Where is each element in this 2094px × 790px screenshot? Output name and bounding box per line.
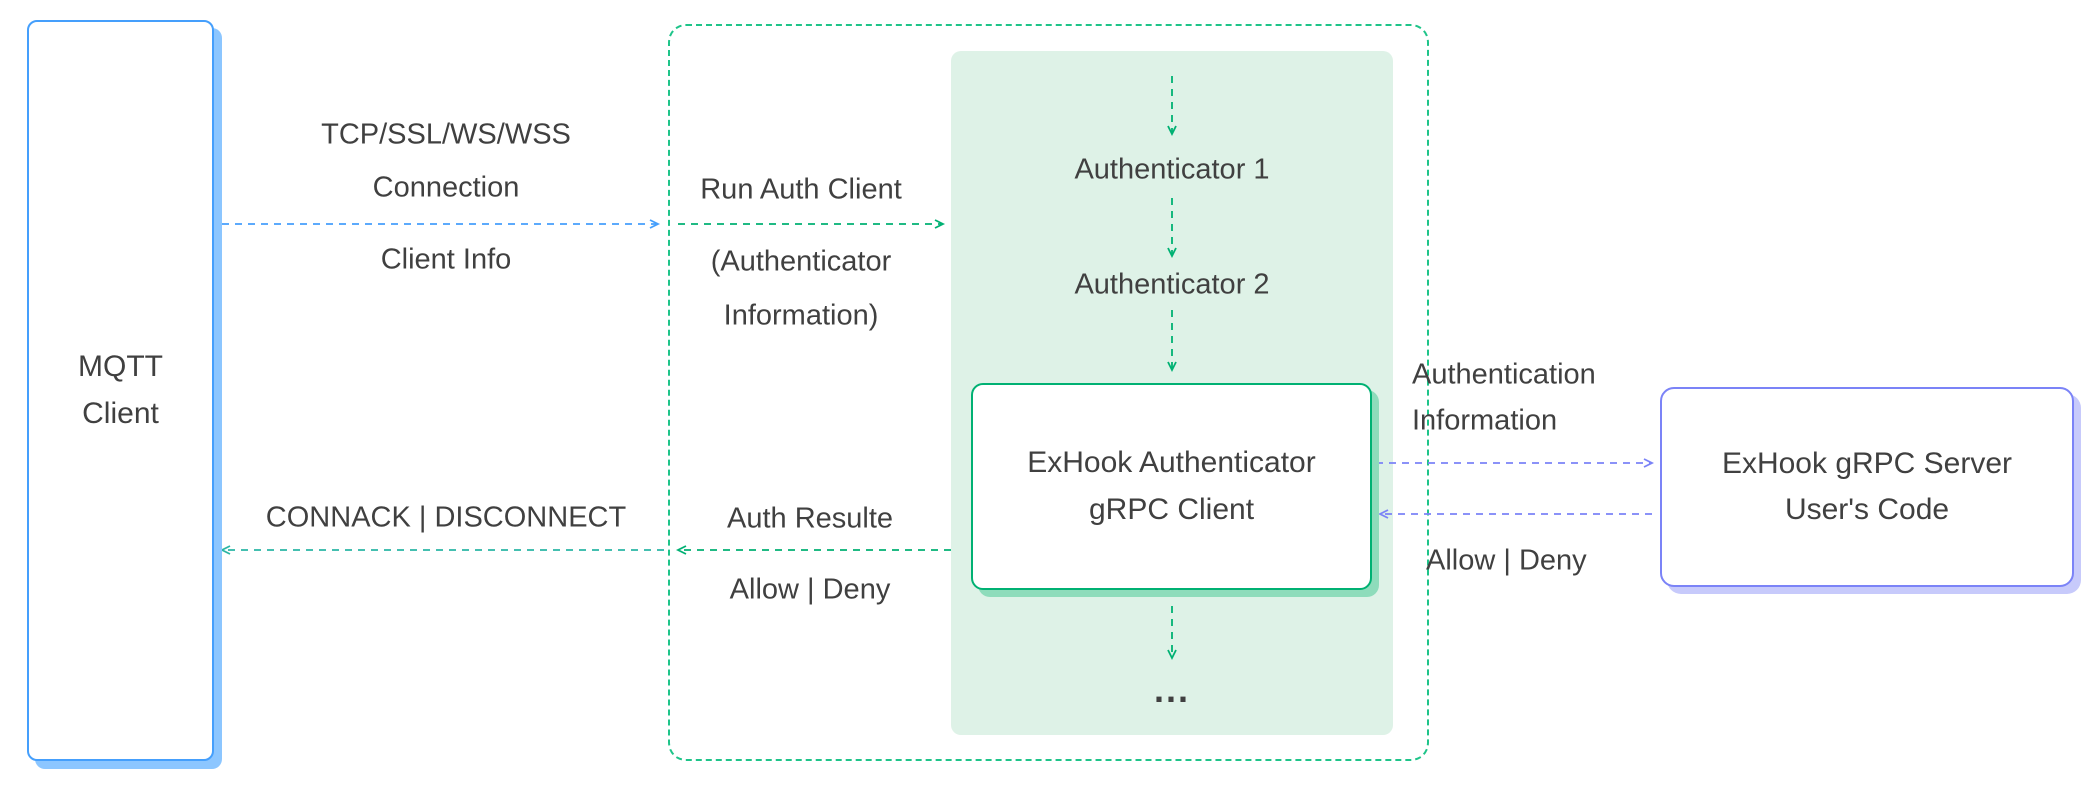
exhook-grpc-server-label-line2: User's Code <box>1784 493 1950 526</box>
information-paren-label: Information) <box>723 299 879 332</box>
exhook-authenticator-box: ExHook Authenticator gRPC Client <box>971 383 1372 590</box>
authenticator-paren-label: (Authenticator <box>710 245 892 278</box>
mqtt-client-box: MQTT Client <box>27 20 214 761</box>
connection-label: Connection <box>372 171 520 204</box>
allow-deny-right-label: Allow | Deny <box>1426 544 1587 577</box>
mqtt-client-label-line2: Client <box>82 396 159 430</box>
client-info-label: Client Info <box>380 243 512 276</box>
exhook-authenticator-label-line1: ExHook Authenticator <box>1027 446 1316 479</box>
auth-result-label: Auth Resulte <box>726 502 894 535</box>
mqtt-client-label-line1: MQTT <box>78 350 163 383</box>
chain-ellipsis-label: ... <box>1153 669 1191 710</box>
information-label: Information <box>1412 404 1558 437</box>
authenticator-1-label: Authenticator 1 <box>1074 153 1270 186</box>
allow-deny-left-label: Allow | Deny <box>729 573 891 606</box>
connack-disconnect-label: CONNACK | DISCONNECT <box>265 501 627 534</box>
exhook-grpc-server-label-line1: ExHook gRPC Server <box>1721 446 2013 480</box>
exhook-grpc-server-box: ExHook gRPC Server User's Code <box>1660 387 2074 587</box>
auth-flow-dashed-container <box>668 24 1429 761</box>
tcp-connection-label: TCP/SSL/WS/WSS <box>321 118 571 151</box>
run-auth-client-label: Run Auth Client <box>700 173 902 206</box>
authentication-label: Authentication <box>1412 358 1596 391</box>
exhook-authenticator-label-line2: gRPC Client <box>1088 492 1255 526</box>
authenticator-2-label: Authenticator 2 <box>1074 268 1270 301</box>
